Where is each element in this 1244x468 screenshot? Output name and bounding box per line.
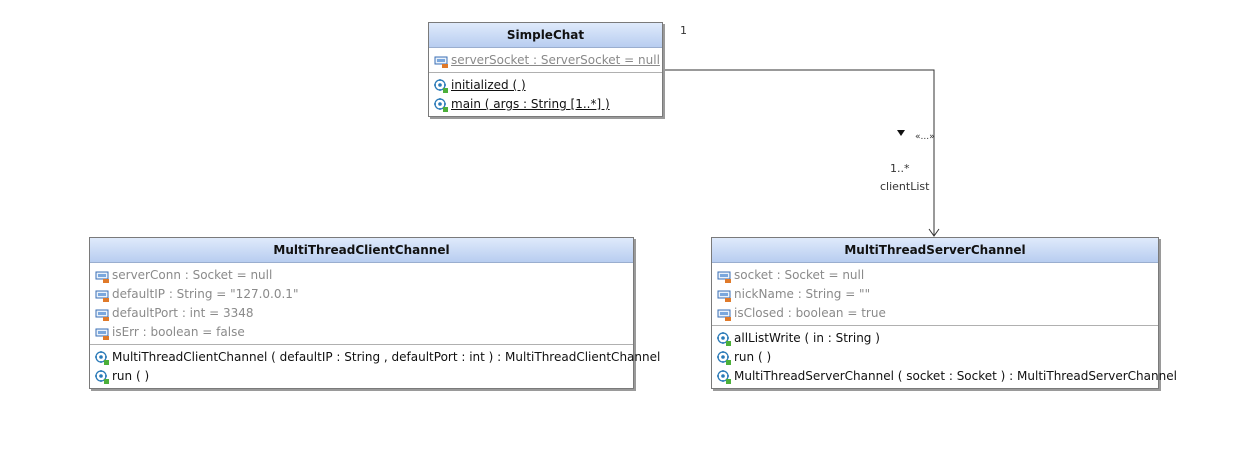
- operation-text: allListWrite ( in : String ): [734, 331, 880, 345]
- association-stereotype: «...»: [915, 132, 935, 142]
- field-icon: [716, 287, 732, 303]
- class-name: MultiThreadClientChannel: [90, 238, 633, 263]
- attribute-row[interactable]: socket : Socket = null: [712, 266, 1158, 285]
- operation-row[interactable]: main ( args : String [1..*] ): [429, 95, 662, 114]
- attribute-row[interactable]: serverConn : Socket = null: [90, 266, 633, 285]
- attribute-text: isErr : boolean = false: [112, 325, 245, 339]
- attribute-text: serverConn : Socket = null: [112, 268, 273, 282]
- association-role: clientList: [880, 180, 930, 193]
- method-icon: [716, 369, 732, 385]
- operation-text: MultiThreadServerChannel ( socket : Sock…: [734, 369, 1177, 383]
- attribute-row[interactable]: isErr : boolean = false: [90, 323, 633, 342]
- operation-text: main ( args : String [1..*] ): [451, 97, 610, 111]
- class-multi-thread-server-channel[interactable]: MultiThreadServerChannel socket : Socket…: [711, 237, 1177, 389]
- source-multiplicity: 1: [680, 24, 687, 37]
- attribute-text: nickName : String = "": [734, 287, 871, 301]
- method-icon: [716, 331, 732, 347]
- method-icon: [433, 78, 449, 94]
- class-name: MultiThreadServerChannel: [712, 238, 1158, 263]
- method-icon: [716, 350, 732, 366]
- field-icon: [94, 325, 110, 341]
- operations-compartment: initialized ( ) main ( args : String [1.…: [429, 73, 662, 116]
- attribute-text: defaultPort : int = 3348: [112, 306, 254, 320]
- operation-text: MultiThreadClientChannel ( defaultIP : S…: [112, 350, 661, 364]
- operation-text: run ( ): [734, 350, 772, 364]
- operation-row[interactable]: MultiThreadClientChannel ( defaultIP : S…: [90, 348, 660, 367]
- attribute-row[interactable]: serverSocket : ServerSocket = null: [429, 51, 662, 70]
- attributes-compartment: serverConn : Socket = null defaultIP : S…: [90, 263, 633, 345]
- method-icon: [433, 97, 449, 113]
- attribute-row[interactable]: isClosed : boolean = true: [712, 304, 1158, 323]
- attributes-compartment: socket : Socket = null nickName : String…: [712, 263, 1158, 326]
- attribute-row[interactable]: nickName : String = "": [712, 285, 1158, 304]
- attributes-compartment: serverSocket : ServerSocket = null: [429, 48, 662, 73]
- class-multi-thread-client-channel[interactable]: MultiThreadClientChannel serverConn : So…: [89, 237, 660, 389]
- attribute-text: socket : Socket = null: [734, 268, 865, 282]
- field-icon: [94, 268, 110, 284]
- field-icon: [94, 306, 110, 322]
- target-multiplicity: 1..*: [890, 162, 910, 175]
- class-name: SimpleChat: [429, 23, 662, 48]
- field-icon: [94, 287, 110, 303]
- navigability-marker: [897, 130, 905, 136]
- field-icon: [716, 306, 732, 322]
- operation-row[interactable]: run ( ): [90, 367, 633, 386]
- attribute-row[interactable]: defaultPort : int = 3348: [90, 304, 633, 323]
- operation-row[interactable]: MultiThreadServerChannel ( socket : Sock…: [712, 367, 1177, 386]
- attribute-text: serverSocket : ServerSocket = null: [451, 53, 660, 67]
- operation-text: run ( ): [112, 369, 150, 383]
- field-icon: [716, 268, 732, 284]
- method-icon: [94, 369, 110, 385]
- operation-text: initialized ( ): [451, 78, 526, 92]
- attribute-text: isClosed : boolean = true: [734, 306, 886, 320]
- method-icon: [94, 350, 110, 366]
- operations-compartment: allListWrite ( in : String ) run ( ) Mul…: [712, 326, 1177, 388]
- operation-row[interactable]: run ( ): [712, 348, 1158, 367]
- operations-compartment: MultiThreadClientChannel ( defaultIP : S…: [90, 345, 660, 388]
- operation-row[interactable]: initialized ( ): [429, 76, 662, 95]
- class-simple-chat[interactable]: SimpleChat serverSocket : ServerSocket =…: [428, 22, 663, 117]
- attribute-text: defaultIP : String = "127.0.0.1": [112, 287, 299, 301]
- field-icon: [433, 53, 449, 69]
- operation-row[interactable]: allListWrite ( in : String ): [712, 329, 1158, 348]
- attribute-row[interactable]: defaultIP : String = "127.0.0.1": [90, 285, 633, 304]
